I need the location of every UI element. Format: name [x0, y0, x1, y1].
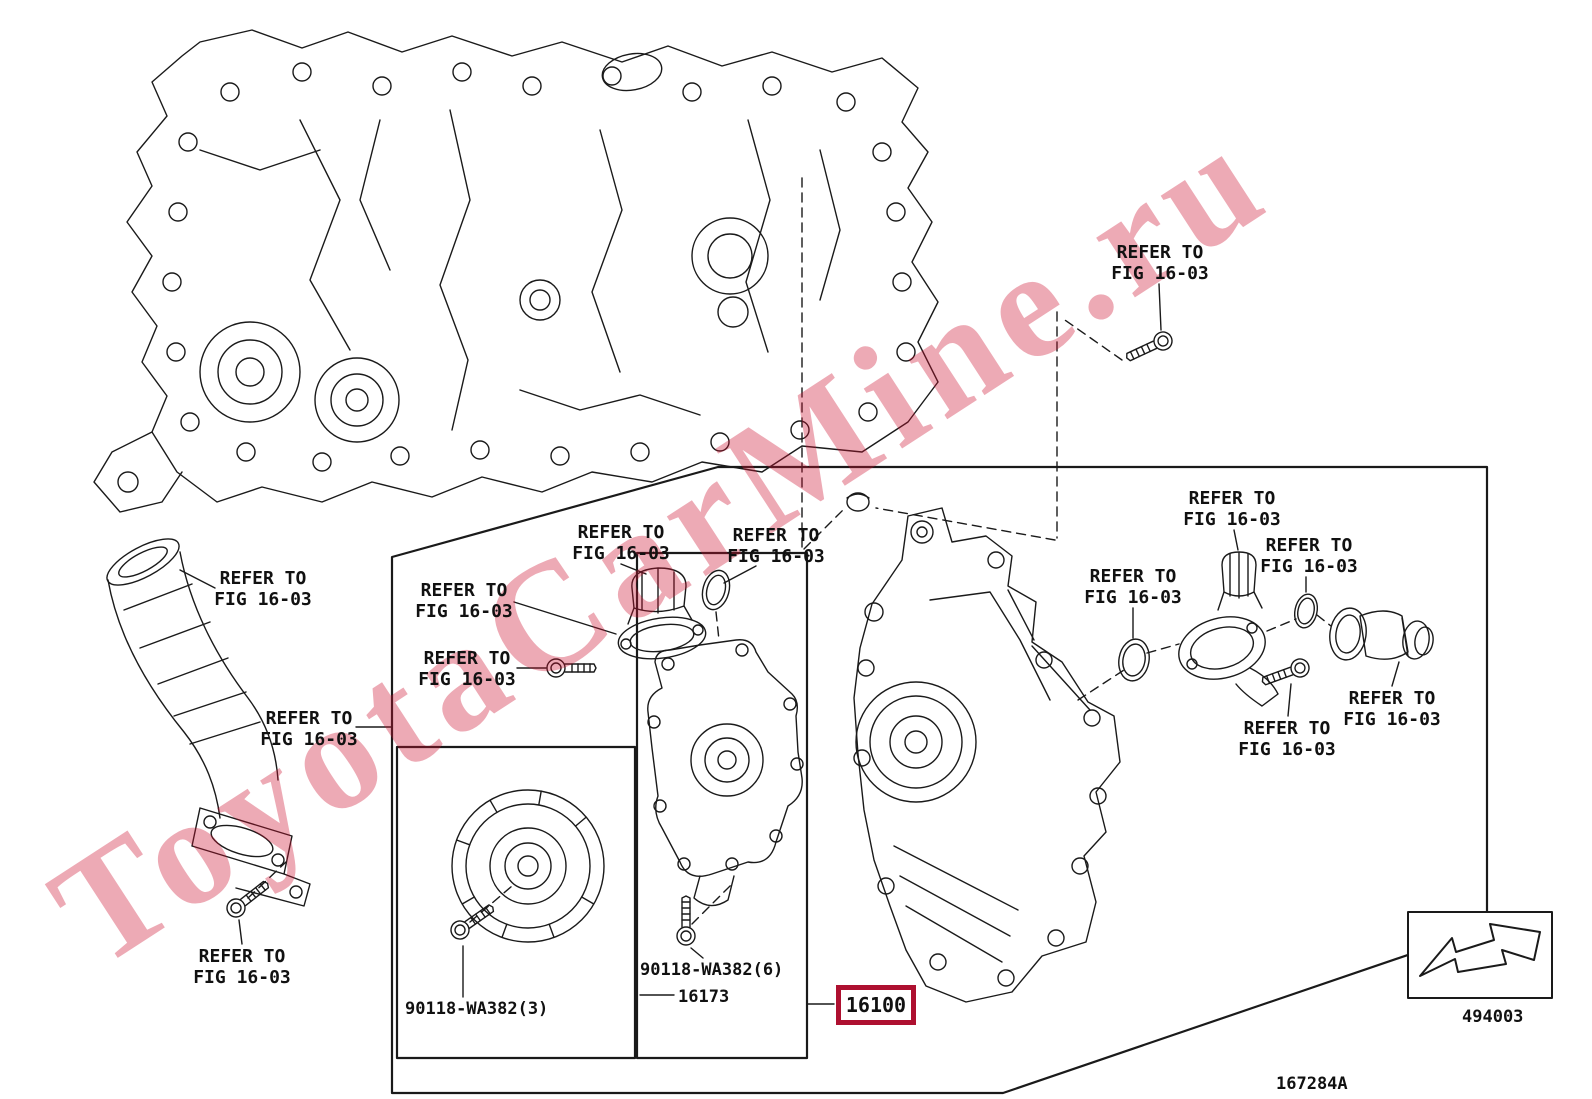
refer-line1: REFER TO — [265, 708, 353, 729]
water-outlet-housing-drawing — [1178, 551, 1279, 707]
top-right-bolt-icon — [1126, 331, 1173, 362]
refer-label-outlet-elbow: REFER TO FIG 16-03 — [1337, 688, 1447, 730]
boundary-box — [390, 465, 1489, 1095]
refer-line2: FIG 16-03 — [572, 543, 670, 564]
thermostat-drawing — [617, 567, 707, 660]
engine-block-drawing — [93, 29, 939, 513]
thermostat-bolt-icon — [546, 658, 597, 678]
refer-label-thermostat-left: REFER TO FIG 16-03 — [409, 580, 519, 622]
arrow-ref-code: 494003 — [1462, 1007, 1524, 1027]
refer-line2: FIG 16-03 — [193, 967, 291, 988]
water-pump-drawing — [647, 639, 804, 907]
refer-line1: REFER TO — [1243, 718, 1331, 739]
arrow-legend-box — [1407, 911, 1553, 999]
refer-label-thermostat-cap: REFER TO FIG 16-03 — [566, 522, 676, 564]
refer-line2: FIG 16-03 — [415, 601, 513, 622]
part-number-90118-wa382-6: 90118-WA382(6) — [640, 960, 784, 980]
refer-label-top-bolt: REFER TO FIG 16-03 — [1105, 242, 1215, 284]
pulley-bolt-icon — [450, 904, 495, 940]
refer-line1: REFER TO — [423, 648, 511, 669]
refer-line1: REFER TO — [198, 946, 286, 967]
water-inlet-pipe-drawing — [106, 538, 311, 907]
refer-line2: FIG 16-03 — [1084, 587, 1182, 608]
refer-line2: FIG 16-03 — [1111, 263, 1209, 284]
o-ring-left-icon — [701, 569, 731, 611]
figure-code: 167284A — [1276, 1074, 1348, 1094]
refer-line2: FIG 16-03 — [260, 729, 358, 750]
refer-line1: REFER TO — [1089, 566, 1177, 587]
refer-label-thermostat-bolt: REFER TO FIG 16-03 — [412, 648, 522, 690]
pump-bolt-icon — [676, 895, 696, 946]
refer-label-o-ring-left: REFER TO FIG 16-03 — [721, 525, 831, 567]
pulley-drawing — [451, 789, 605, 943]
refer-line2: FIG 16-03 — [1238, 739, 1336, 760]
refer-line1: REFER TO — [219, 568, 307, 589]
part-16100-highlight[interactable]: 16100 — [836, 985, 916, 1025]
outlet-bolt-icon — [1261, 658, 1310, 686]
refer-label-outlet-bolt: REFER TO FIG 16-03 — [1232, 718, 1342, 760]
refer-line1: REFER TO — [1348, 688, 1436, 709]
part-number-90118-wa382-3: 90118-WA382(3) — [405, 999, 549, 1019]
refer-label-outlet-o-ring: REFER TO FIG 16-03 — [1078, 566, 1188, 608]
stud-icon — [846, 492, 870, 512]
refer-label-inlet-pipe-flange: REFER TO FIG 16-03 — [254, 708, 364, 750]
refer-line2: FIG 16-03 — [1343, 709, 1441, 730]
refer-line2: FIG 16-03 — [727, 546, 825, 567]
refer-line2: FIG 16-03 — [1183, 509, 1281, 530]
refer-line2: FIG 16-03 — [418, 669, 516, 690]
direction-arrow-icon — [1419, 923, 1541, 977]
solid-leader-lines — [179, 283, 1400, 1005]
o-ring-outlet-icon — [1293, 593, 1319, 629]
refer-line1: REFER TO — [732, 525, 820, 546]
part-number-16173: 16173 — [678, 987, 730, 1007]
refer-label-inlet-pipe-top: REFER TO FIG 16-03 — [208, 568, 318, 610]
refer-line2: FIG 16-03 — [214, 589, 312, 610]
part-16100-label: 16100 — [845, 993, 907, 1017]
refer-label-outlet-cap: REFER TO FIG 16-03 — [1177, 488, 1287, 530]
refer-line1: REFER TO — [1265, 535, 1353, 556]
refer-line1: REFER TO — [420, 580, 508, 601]
o-ring-right-icon — [1118, 638, 1150, 682]
refer-label-inlet-pipe-bolt: REFER TO FIG 16-03 — [187, 946, 297, 988]
refer-label-outlet-o-ring-2: REFER TO FIG 16-03 — [1254, 535, 1364, 577]
inlet-pipe-bolt-icon — [226, 880, 270, 918]
water-outlet-elbow-drawing — [1329, 607, 1434, 661]
refer-line1: REFER TO — [577, 522, 665, 543]
refer-line1: REFER TO — [1188, 488, 1276, 509]
pump-housing-drawing — [853, 507, 1121, 1003]
refer-line1: REFER TO — [1116, 242, 1204, 263]
dashed-leader-lines — [247, 177, 1332, 925]
refer-line2: FIG 16-03 — [1260, 556, 1358, 577]
